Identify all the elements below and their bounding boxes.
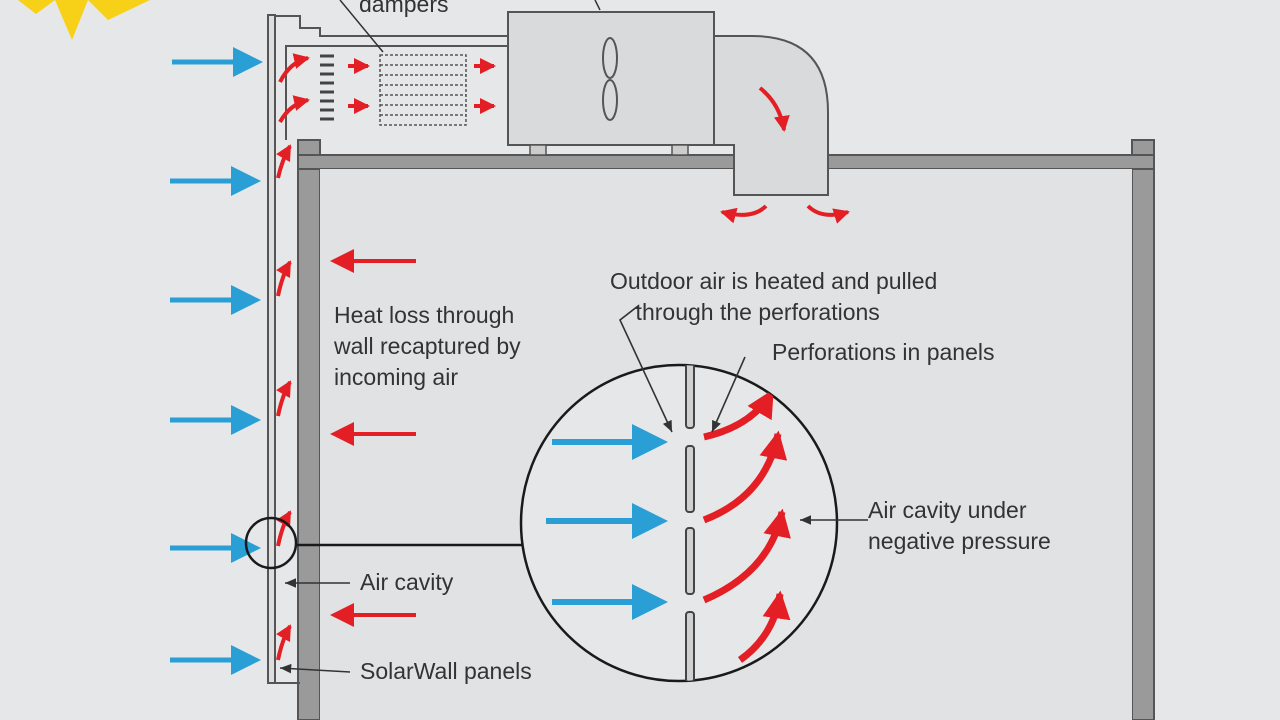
perforated-panel	[685, 365, 695, 681]
heat-loss-label: Heat loss through wall recaptured by inc…	[334, 302, 521, 390]
supply-duct	[713, 35, 829, 196]
fan-unit	[507, 0, 715, 156]
sun-icon	[18, 0, 150, 40]
dampers-grid	[339, 0, 467, 126]
dampers-label: dampers	[359, 0, 449, 17]
magnifier-small-circle	[244, 516, 298, 570]
solarwall-panel	[267, 14, 511, 684]
magnifier-detail	[244, 363, 839, 683]
air-cavity-label: Air cavity	[360, 569, 454, 595]
air-cavity-negative-label: Air cavity under negative pressure	[868, 497, 1051, 554]
heated-air-arrows	[276, 53, 850, 661]
heat-loss-arrows	[330, 249, 416, 627]
fan-icon	[602, 37, 618, 121]
callout-lines	[279, 305, 868, 674]
perforations-label: Perforations in panels	[772, 339, 995, 365]
solarwall-panels-label: SolarWall panels	[360, 658, 532, 684]
outdoor-air-heated-label: Outdoor air is heated and pulled through…	[610, 268, 938, 325]
intake-louvers	[320, 54, 334, 121]
outdoor-air-arrows	[170, 47, 263, 675]
